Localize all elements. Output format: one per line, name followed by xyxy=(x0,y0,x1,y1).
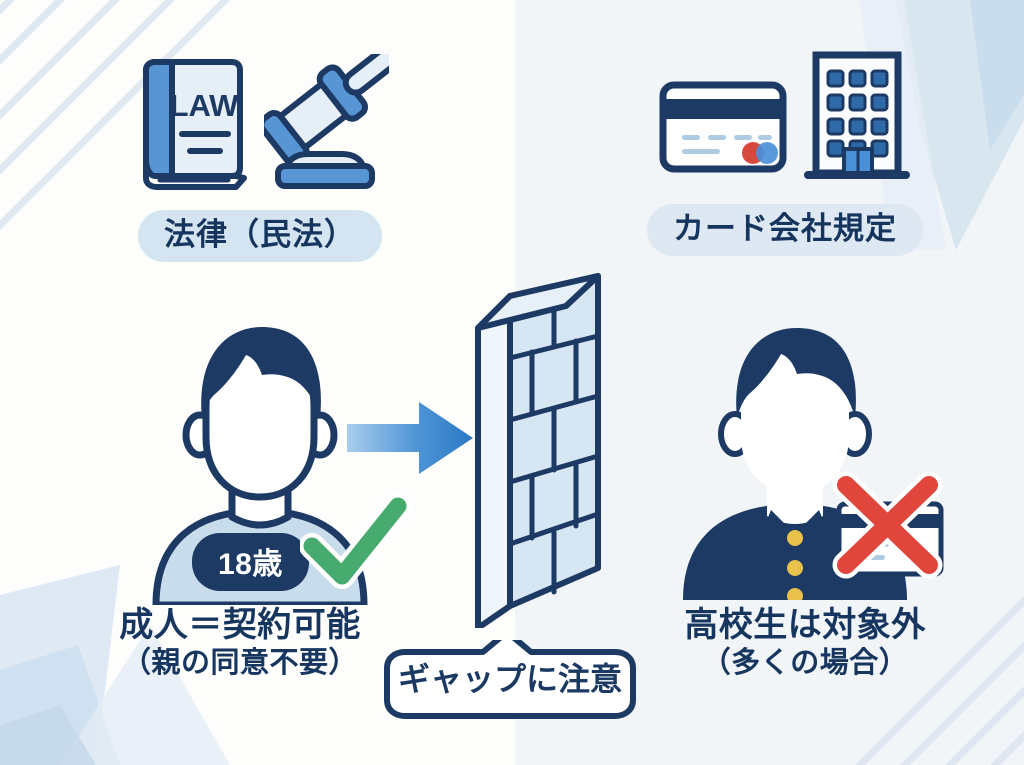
left-header-block: LAW xyxy=(100,33,420,262)
right-caption-line1: 高校生は対象外 xyxy=(684,606,926,644)
gap-warning-bubble xyxy=(375,629,645,722)
card-company-icon-row xyxy=(620,40,950,190)
left-caption-line2: （親の同意不要） xyxy=(121,647,358,680)
left-caption-line1: 成人＝契約可能 xyxy=(119,606,361,644)
right-caption-line2: （多くの場合） xyxy=(701,647,909,680)
right-arrow-icon xyxy=(345,398,475,478)
age-badge: 18歳 xyxy=(192,533,309,591)
office-building-icon xyxy=(802,45,912,190)
right-caption: 高校生は対象外 （多くの場合） xyxy=(640,605,970,682)
right-header-block: カード会社規定 xyxy=(620,40,950,256)
left-category-pill: 法律（民法） xyxy=(138,210,382,262)
law-icon-row: LAW xyxy=(100,33,420,196)
credit-card-icon xyxy=(658,77,788,182)
brick-wall-icon xyxy=(470,268,610,631)
high-school-student-figure xyxy=(645,328,945,604)
red-cross-icon xyxy=(830,470,945,580)
law-book-text: LAW xyxy=(169,88,239,123)
right-category-pill: カード会社規定 xyxy=(647,204,923,256)
law-book-icon: LAW xyxy=(132,56,250,196)
left-caption: 成人＝契約可能 （親の同意不要） xyxy=(70,605,410,682)
green-check-icon xyxy=(299,490,411,590)
gap-warning-text: ギャップに注意 xyxy=(397,661,622,697)
gavel-icon xyxy=(257,33,414,194)
